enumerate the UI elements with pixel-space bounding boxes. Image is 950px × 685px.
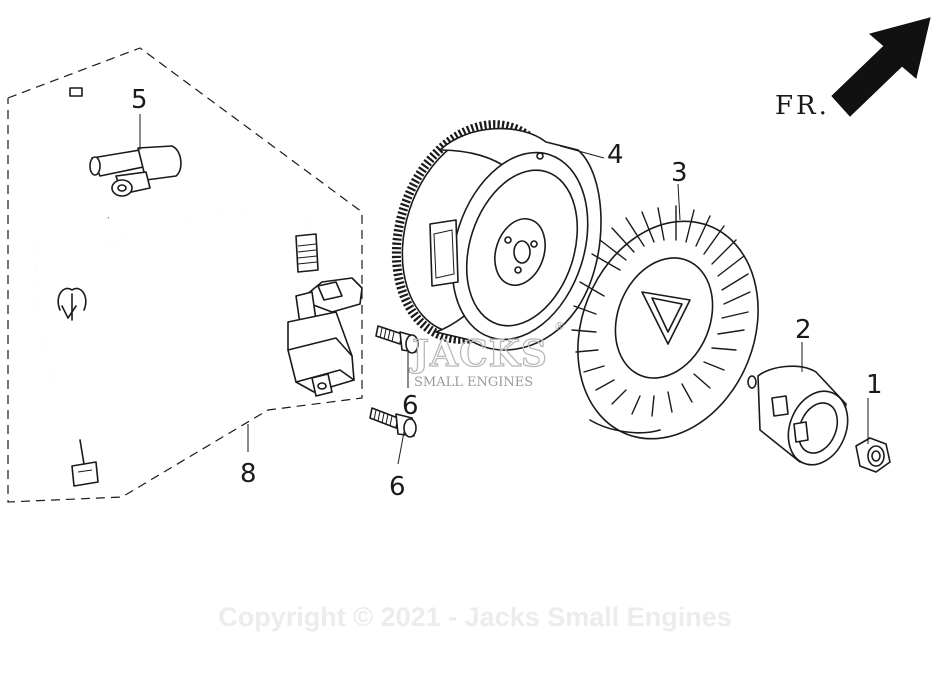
direction-arrow-icon	[831, 17, 931, 117]
spark-plug-cap	[89, 145, 182, 197]
ignition-coil	[287, 277, 363, 397]
ignition-lead	[87, 204, 319, 273]
wire-clip-icon	[57, 287, 87, 321]
orientation-label: FR.	[775, 91, 830, 121]
assembly-boundary	[7, 47, 363, 503]
flywheel	[391, 120, 602, 351]
flange-nut	[855, 437, 891, 473]
ground-wire	[33, 87, 99, 487]
starter-cup	[747, 365, 849, 466]
callout-6-lower: 6	[389, 472, 406, 502]
callout-4: 4	[607, 140, 624, 170]
callout-5: 5	[131, 85, 148, 115]
bolt-upper	[375, 325, 419, 354]
bolt-lower	[369, 407, 417, 438]
watermark-logo-subtext: SMALL ENGINES	[414, 375, 533, 390]
watermark-logo-text: JACKS	[409, 333, 548, 375]
watermark-registered-mark: ®	[554, 320, 565, 333]
callout-2: 2	[795, 315, 812, 345]
leader-lines	[139, 114, 869, 465]
callout-6-upper: 6	[402, 391, 419, 421]
callout-3: 3	[671, 158, 688, 188]
watermark-logo: JACKS ® SMALL ENGINES	[408, 320, 565, 390]
callout-1: 1	[866, 370, 883, 400]
callout-8: 8	[240, 459, 257, 489]
cooling-fan	[571, 205, 759, 440]
copyright-watermark: Copyright © 2021 - Jacks Small Engines	[218, 602, 732, 632]
